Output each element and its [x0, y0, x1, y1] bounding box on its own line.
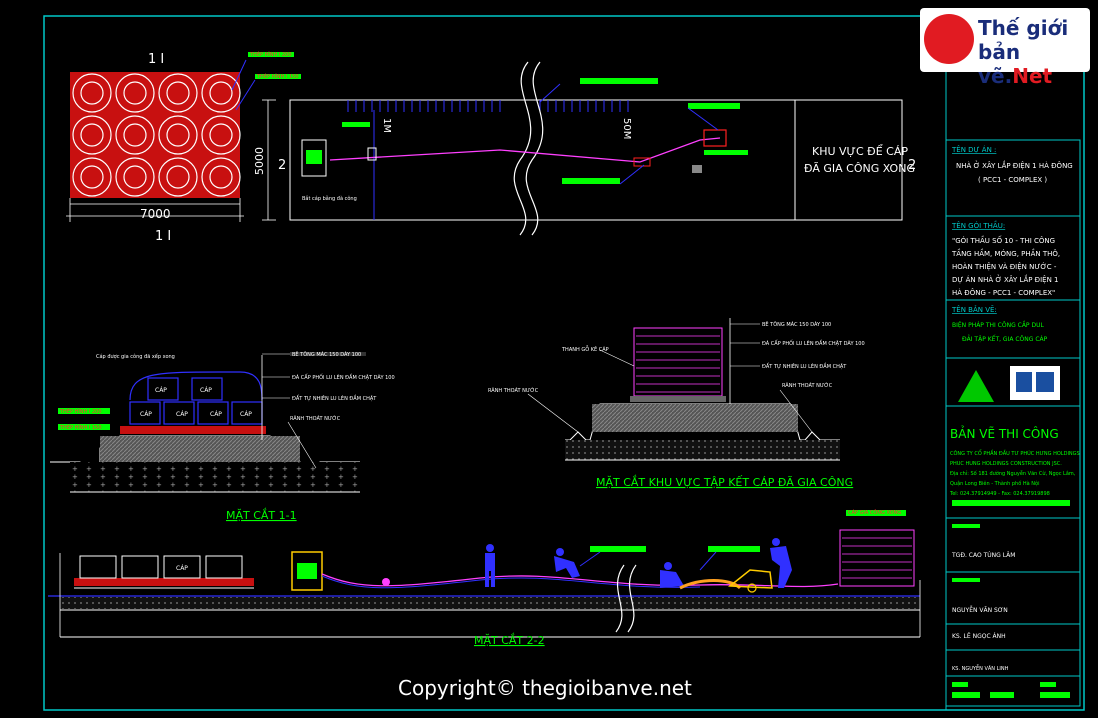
note-steel-a: THÉP HÌNH I 200	[249, 50, 292, 58]
section-mark-1-bottom: 1 I	[155, 229, 171, 244]
label-1m: 1M	[381, 118, 392, 133]
package-line-2: TẦNG HẦM, MÓNG, PHẦN THÔ,	[951, 248, 1060, 258]
note-steel-1: THÉP HÌNH I 200	[59, 407, 102, 415]
logo-text-line-1: Thế giới	[978, 16, 1069, 40]
area-title-1: KHU VỰC ĐỂ CÁP	[812, 144, 908, 158]
note-gravel: ĐÁ CẤP PHỐI LU LÈN ĐẦM CHẶT DÀY 100	[762, 339, 865, 347]
package-line-4: DỰ ÁN NHÀ Ở XÂY LẮP ĐIỆN 1	[952, 274, 1059, 284]
cap-label: CÁP	[240, 411, 252, 418]
area-title-2: ĐÃ GIA CÔNG XONG	[804, 162, 915, 175]
dimension-height: 5000	[253, 147, 266, 175]
person-3: KS. LÊ NGỌC ÁNH	[952, 632, 1006, 640]
logo-text-main: bản vẽ.	[978, 40, 1021, 88]
package-line-3: HOÀN THIỆN VÀ ĐIỆN NƯỚC -	[952, 262, 1057, 271]
company-logo	[958, 370, 994, 402]
cable-drum-grid	[66, 72, 244, 222]
dimension-width: 7000	[140, 207, 171, 221]
section-mark-2-right: 2	[908, 158, 916, 173]
section-1-1-drawing	[50, 355, 360, 493]
cap-label: CÁP	[210, 411, 222, 418]
note-drain-right: RÃNH THOÁT NƯỚC	[782, 382, 833, 389]
company-line-2: PHUC HUNG HOLDINGS CONSTRUCTION JSC.	[950, 461, 1062, 467]
logo-text-net: Net	[1012, 64, 1053, 88]
note-soil: ĐẤT TỰ NHIÊN LU LÈN ĐẦM CHẶT	[762, 362, 847, 370]
section-2-2-title: MẶT CẮT 2-2	[474, 633, 545, 647]
note-steel-b: THÉP HÌNH I 150	[256, 72, 299, 80]
drawing-name-2: ĐẢI TẬP KẾT, GIA CÔNG CÁP	[962, 335, 1048, 343]
stage-label: BẢN VẼ THI CÔNG	[950, 425, 1059, 441]
company-line-3: Địa chỉ: Số 181 đường Nguyễn Văn Cừ, Ngọ…	[950, 470, 1076, 477]
project-label: TÊN DỰ ÁN :	[951, 145, 996, 154]
note-concrete: BÊ TÔNG MÁC 150 DÀY 100	[292, 350, 361, 358]
cap-label: CÁP	[140, 411, 152, 418]
note-drain-left: RÃNH THOÁT NƯỚC	[488, 387, 539, 394]
storage-section-title: MẶT CẮT KHU VỰC TẬP KẾT CÁP ĐÃ GIA CÔNG	[596, 475, 853, 489]
small-note: Bắt cáp bằng đà công	[302, 195, 357, 202]
note-wood-support: THANH GỖ KÊ CÁP	[561, 345, 609, 353]
drawing-label: TÊN BẢN VẼ:	[951, 305, 997, 314]
cap-label: CÁP	[155, 387, 167, 394]
house-icon	[924, 14, 974, 64]
label-bar	[255, 74, 301, 79]
person-1: TGĐ. CAO TÙNG LÂM	[951, 552, 1015, 559]
cap-label: CÁP	[200, 387, 212, 394]
section-1-1-title: MẶT CẮT 1-1	[226, 508, 297, 522]
note-concrete: BÊ TÔNG MÁC 150 DÀY 100	[762, 320, 831, 328]
project-name-1: NHÀ Ở XÂY LẮP ĐIỆN 1 HÀ ĐÔNG	[956, 160, 1073, 170]
company-line-5: Tel: 024.37914949 - Fax: 024.37919898	[949, 491, 1050, 497]
company-line-1: CÔNG TY CỔ PHẦN ĐẦU TƯ PHÚC HƯNG HOLDING…	[950, 449, 1080, 457]
cap-label: CÁP	[176, 411, 188, 418]
site-plan	[262, 61, 903, 236]
section-mark-1-top: 1 I	[148, 52, 164, 67]
package-line-5: HÀ ĐÔNG - PCC1 - COMPLEX"	[952, 288, 1055, 297]
package-line-1: "GÓI THẦU SỐ 10 - THI CÔNG	[952, 235, 1055, 245]
project-name-2: ( PCC1 - COMPLEX )	[978, 176, 1047, 184]
company-line-4: Quận Long Biên - Thành phố Hà Nội	[950, 480, 1039, 487]
note-drain: RÃNH THOÁT NƯỚC	[290, 415, 341, 422]
title-block	[945, 16, 1081, 710]
logo-text-line-2: bản vẽ.Net	[978, 40, 1090, 88]
person-2: NGUYỄN VĂN SƠN	[952, 606, 1008, 614]
note-cable-stack: CÁP GIA CÔNG XONG	[848, 509, 901, 516]
note-gravel: ĐÁ CẤP PHỐI LU LÈN ĐẦM CHẶT DÀY 100	[292, 373, 395, 381]
section-mark-2-left: 2	[278, 158, 286, 173]
note-soil: ĐẤT TỰ NHIÊN LU LÈN ĐẦM CHẶT	[292, 394, 377, 402]
package-label: TÊN GÓI THẦU:	[951, 220, 1005, 230]
section-2-2-drawing	[48, 510, 921, 638]
label-bar	[248, 52, 294, 57]
storage-section-drawing	[565, 318, 840, 461]
label-50m: 50M	[621, 118, 632, 139]
sheet-border	[43, 15, 1085, 711]
person-4: KS. NGUYỄN VĂN LINH	[952, 664, 1009, 672]
site-logo[interactable]: Thế giới bản vẽ.Net	[920, 8, 1090, 88]
copyright-watermark: Copyright© thegioibanve.net	[398, 676, 692, 700]
note-cable-stacked: Cáp được gia công đã xếp xong	[96, 353, 175, 360]
cap-label: CÁP	[176, 565, 188, 572]
note-steel-2: THÉP HÌNH I 150	[59, 423, 102, 431]
drawing-name-1: BIỆN PHÁP THI CÔNG CẮP DUL	[952, 321, 1044, 329]
